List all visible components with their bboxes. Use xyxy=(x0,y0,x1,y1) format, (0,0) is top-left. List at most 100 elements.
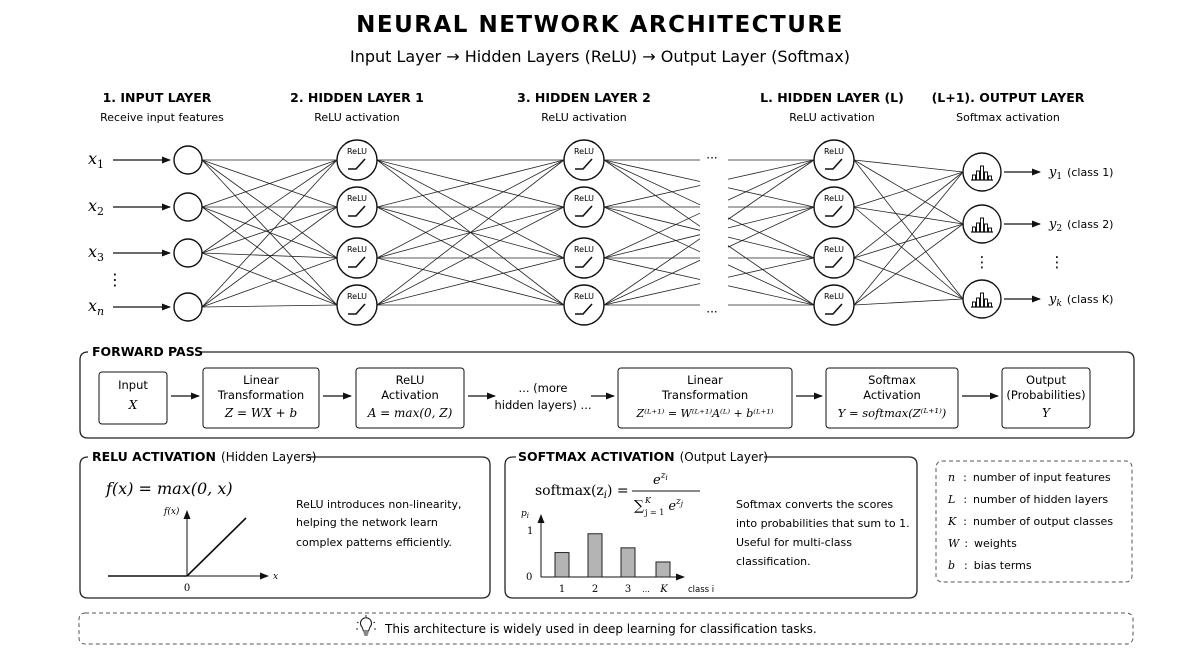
neuron-circle xyxy=(563,186,605,228)
connection xyxy=(603,234,701,259)
input-neuron xyxy=(173,145,203,175)
relu-curve-icon xyxy=(575,303,593,315)
relu-label: ReLU xyxy=(824,194,844,203)
layer-sub-output: Softmax activation xyxy=(956,111,1060,124)
connection xyxy=(201,257,338,308)
connection xyxy=(603,283,701,306)
connection xyxy=(727,206,815,248)
layer-title-hidden1: 2. HIDDEN LAYER 1 xyxy=(290,90,424,105)
layer-title-input: 1. INPUT LAYER xyxy=(103,90,212,105)
relu-neuron: ReLU xyxy=(563,139,605,181)
connection xyxy=(603,185,701,208)
fp-box-math: X xyxy=(128,398,138,412)
connection xyxy=(603,159,701,206)
bar-chart-icon xyxy=(971,165,993,181)
fp-box-label: ReLU xyxy=(396,373,425,387)
legend-item: L:number of hidden layers xyxy=(947,493,1108,506)
softmax-desc: Softmax converts the scores xyxy=(736,498,893,511)
softmax-bar xyxy=(655,561,671,578)
relu-neuron: ReLU xyxy=(563,186,605,228)
fp-box-label: Transformation xyxy=(661,388,748,402)
neuron-circle xyxy=(962,279,1002,319)
legend-item: n:number of input features xyxy=(948,471,1111,484)
input-label: xn xyxy=(88,296,104,318)
connection xyxy=(603,259,701,306)
connection xyxy=(376,159,565,259)
layer-title-output: (L+1). OUTPUT LAYER xyxy=(932,90,1085,105)
forward-pass-title: FORWARD PASS xyxy=(92,344,203,359)
fp-box-math: Z = WX + b xyxy=(224,406,297,420)
relu-label: ReLU xyxy=(347,245,367,254)
fp-box-math: Y = softmax(Z⁽ᴸ⁺¹⁾) xyxy=(838,406,947,420)
relu-curve-icon xyxy=(575,158,593,170)
fp-box-label: Linear xyxy=(687,373,723,387)
connection xyxy=(727,187,815,208)
fp-box-label: Linear xyxy=(243,373,279,387)
connection xyxy=(376,159,565,208)
softmax-neuron xyxy=(962,279,1002,319)
output-label: y1(class 1) xyxy=(1048,165,1113,182)
relu-label: ReLU xyxy=(824,147,844,156)
layer-sub-hiddenL: ReLU activation xyxy=(789,111,875,124)
softmax-numerator: ezi xyxy=(653,471,668,488)
fp-box-softmax xyxy=(825,367,959,429)
connection xyxy=(727,245,815,306)
network-connections xyxy=(113,156,1041,311)
output-label: yk(class K) xyxy=(1048,292,1113,309)
softmax-bar xyxy=(554,552,570,578)
layer-sub-hidden2: ReLU activation xyxy=(541,111,627,124)
softmax-desc: classification. xyxy=(736,555,811,568)
symbol-legend: n:number of input features L:number of h… xyxy=(935,460,1133,583)
neuron-circle xyxy=(563,284,605,326)
output-label: y2(class 2) xyxy=(1048,217,1113,234)
softmax-desc: into probabilities that sum to 1. xyxy=(736,517,910,530)
legend-item: b:bias terms xyxy=(948,559,1032,572)
input-labels: x1 x2 x3 xn ⋮ xyxy=(88,149,123,318)
fp-more-text: hidden layers) ... xyxy=(494,398,591,412)
softmax-bar xyxy=(620,547,636,578)
softmax-xtick: 2 xyxy=(592,584,598,595)
connection xyxy=(727,285,815,306)
fp-box-label: Transformation xyxy=(217,388,304,402)
connection xyxy=(603,212,701,259)
bar-chart-icon xyxy=(971,217,993,233)
connection xyxy=(727,159,815,201)
relu-curve-icon xyxy=(575,205,593,217)
input-neuron xyxy=(173,238,203,268)
relu-label: ReLU xyxy=(574,292,594,301)
connection xyxy=(727,159,815,180)
input-vdots: ⋮ xyxy=(107,270,123,289)
softmax-formula-lhs: softmax(zi) = xyxy=(535,483,629,501)
layer-sub-hidden1: ReLU activation xyxy=(314,111,400,124)
connection xyxy=(727,206,815,229)
fp-box-label: (Probabilities) xyxy=(1006,388,1085,402)
connection xyxy=(376,159,565,306)
input-label: x2 xyxy=(88,196,104,218)
relu-neuron: ReLU xyxy=(336,139,378,181)
relu-label: ReLU xyxy=(574,194,594,203)
softmax-panel: SOFTMAX ACTIVATION(Output Layer) softmax… xyxy=(504,449,918,599)
connection xyxy=(853,171,964,208)
relu-curve-icon xyxy=(348,205,366,217)
legend-item: W:weights xyxy=(948,537,1017,550)
relu-label: ReLU xyxy=(574,245,594,254)
connection xyxy=(201,252,338,306)
connection xyxy=(853,223,964,259)
connection xyxy=(853,223,964,306)
softmax-xtick: 1 xyxy=(559,584,565,595)
relu-neuron: ReLU xyxy=(813,237,855,279)
relu-curve-icon xyxy=(348,158,366,170)
connection xyxy=(603,257,701,280)
softmax-xtick: ... xyxy=(642,585,650,594)
connection xyxy=(853,159,964,173)
neuron-circle xyxy=(962,204,1002,244)
fp-box-input xyxy=(98,371,168,425)
connection xyxy=(853,206,964,300)
forward-pass-panel: FORWARD PASS Input X Linear Transformati… xyxy=(79,344,1135,439)
connection xyxy=(201,206,338,259)
softmax-y-zero: 0 xyxy=(526,572,532,583)
page-title: NEURAL NETWORK ARCHITECTURE xyxy=(356,12,844,38)
neuron-circle xyxy=(336,139,378,181)
